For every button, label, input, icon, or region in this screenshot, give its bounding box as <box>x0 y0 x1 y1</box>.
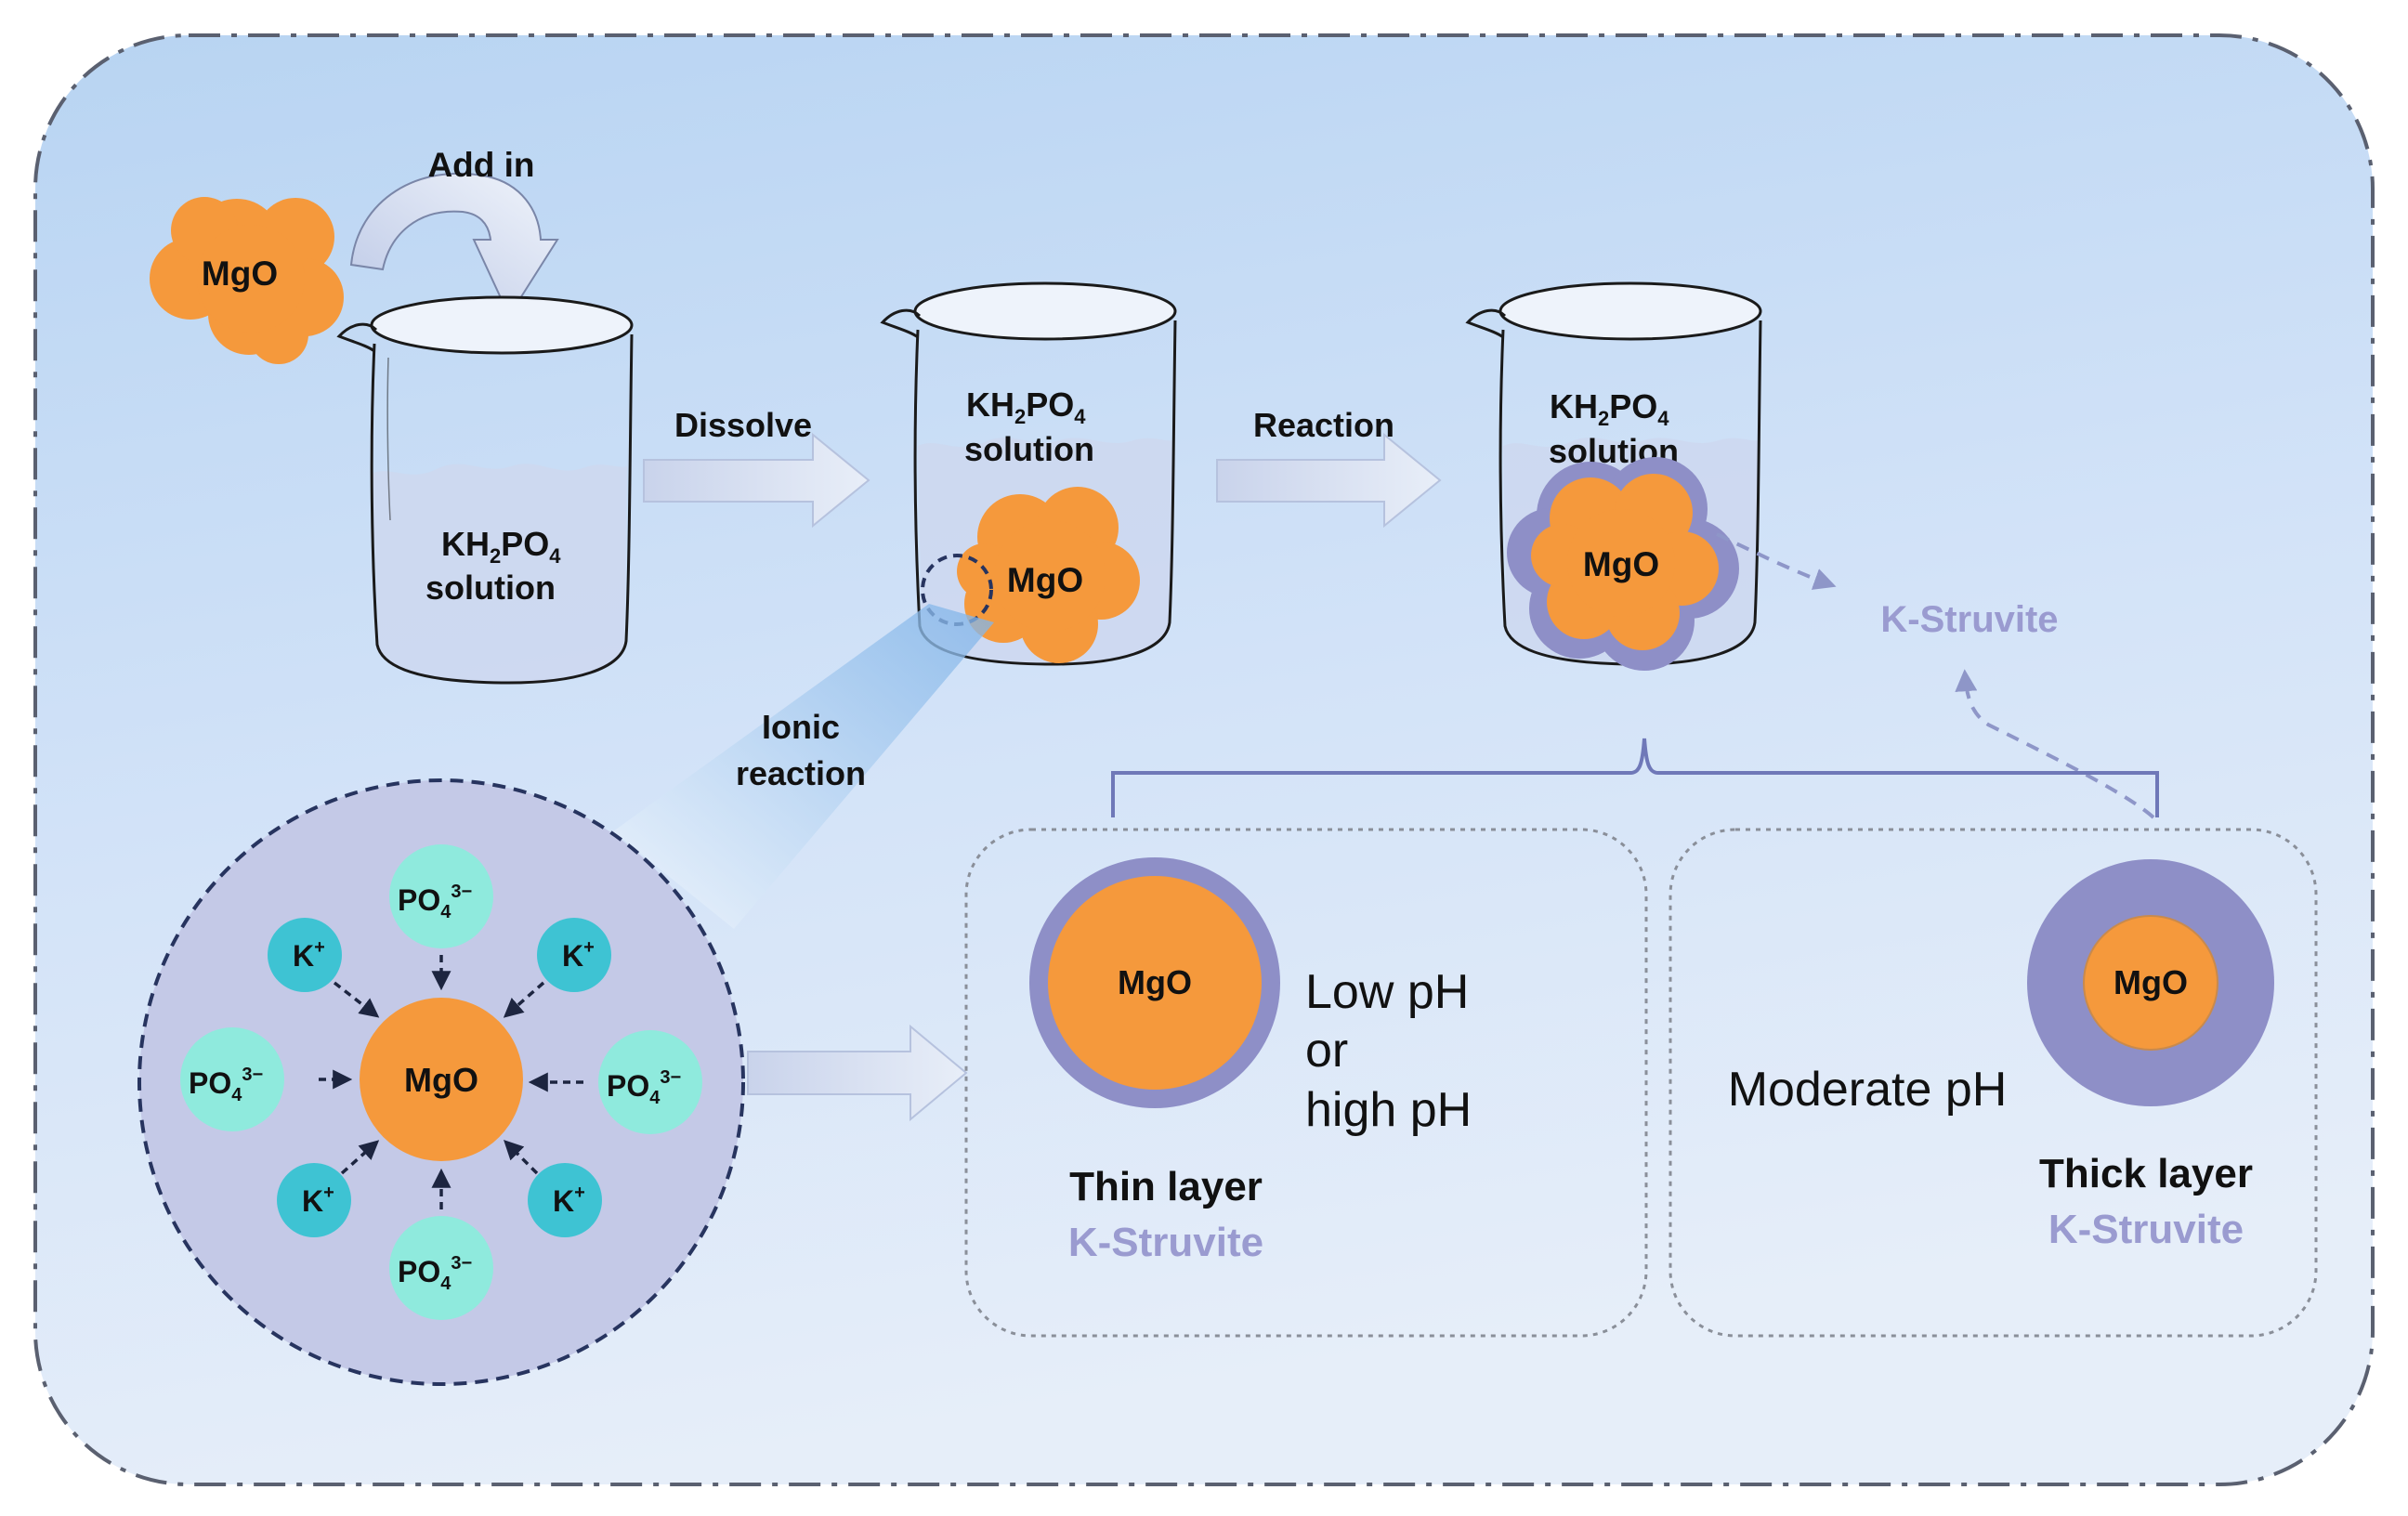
high-ph-label: high pH <box>1305 1083 1472 1137</box>
po4-ion-bottom <box>389 1216 493 1320</box>
po4-ion-top-label: PO43− <box>398 882 472 922</box>
moderate-ph-label: Moderate pH <box>1728 1063 2008 1117</box>
thin-layer-mgo-label: MgO <box>1118 963 1192 1001</box>
po4-ion-left-label: PO43− <box>189 1065 263 1105</box>
beaker-1-solution: solution <box>425 568 556 607</box>
k-ion-top-right <box>537 918 611 992</box>
coated-mgo-cluster <box>1507 457 1739 671</box>
mgo-label-beaker-3: MgO <box>1583 545 1659 583</box>
mgo-label-top-left: MgO <box>202 255 278 293</box>
k-struvite-label-top: K-Struvite <box>1880 599 2058 640</box>
po4-ion-right-label: PO43− <box>607 1067 681 1108</box>
central-mgo-label: MgO <box>404 1061 478 1099</box>
k-ion-bottom-right <box>528 1163 602 1237</box>
add-in-arrow <box>349 172 559 319</box>
dissolve-label: Dissolve <box>674 406 812 444</box>
dashed-arrow-to-k-struvite <box>1716 532 1837 590</box>
thin-layer-panel <box>964 828 1648 1338</box>
thick-layer-core <box>2083 915 2218 1051</box>
k-ion-bottom-right-label: K+ <box>553 1183 585 1218</box>
dashed-arrow-up-to-k-struvite <box>1955 669 2155 819</box>
k-ion-top-left-label: K+ <box>293 937 325 973</box>
thick-layer-k-struvite: K-Struvite <box>2048 1207 2244 1252</box>
thin-layer-label: Thin layer <box>1069 1164 1263 1209</box>
central-mgo-sphere <box>360 998 523 1161</box>
thick-layer-mgo-label: MgO <box>2114 963 2188 1001</box>
po4-ion-right <box>598 1030 702 1134</box>
k-ion-bottom-left-label: K+ <box>302 1183 334 1218</box>
thick-layer-label: Thick layer <box>2039 1151 2253 1196</box>
k-ion-top-right-label: K+ <box>562 937 595 973</box>
reaction-label: Reaction <box>1253 406 1394 444</box>
po4-ion-top <box>389 844 493 948</box>
zoom-beam <box>613 604 994 929</box>
low-ph-label: Low pH <box>1305 965 1469 1019</box>
ionic-label-line2: reaction <box>736 754 866 792</box>
ion-attraction-arrows <box>319 955 583 1209</box>
mgo-label-beaker-2: MgO <box>1007 561 1083 599</box>
branch-bracket <box>1111 738 2159 817</box>
reaction-arrow <box>1216 432 1442 529</box>
po4-ion-bottom-label: PO43− <box>398 1253 472 1294</box>
beaker-1-formula: KH2PO4 <box>441 525 561 568</box>
thin-layer-core <box>1048 876 1262 1090</box>
beaker-1 <box>336 295 634 685</box>
ionic-label-line1: Ionic <box>762 708 840 746</box>
beaker-3-formula: KH2PO4 <box>1550 387 1669 430</box>
dissolve-arrow <box>643 432 870 529</box>
result-arrow <box>747 1024 968 1122</box>
mgo-cluster-top-left <box>150 197 344 364</box>
k-ion-bottom-left <box>277 1163 351 1237</box>
po4-ion-left <box>180 1027 284 1131</box>
beaker-2-formula: KH2PO4 <box>966 386 1086 428</box>
add-in-label: Add in <box>427 146 534 184</box>
thin-layer-k-struvite: K-Struvite <box>1068 1220 1263 1265</box>
or-label: or <box>1305 1024 1348 1078</box>
k-ion-top-left <box>268 918 342 992</box>
thick-layer-panel <box>1669 828 2318 1338</box>
beaker-2-solution: solution <box>964 430 1094 468</box>
